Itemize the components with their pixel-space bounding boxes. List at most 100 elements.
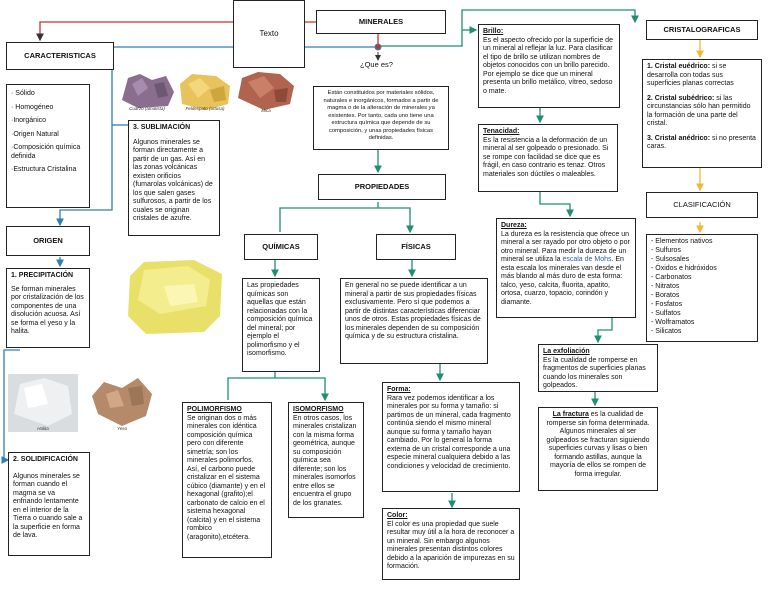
texto-box: Texto: [233, 0, 305, 68]
sublimacion-box: 3. SUBLIMACIÓN Algunos minerales se form…: [128, 120, 220, 236]
precipitacion-box: 1. PRECIPITACIÓN Se forman minerales por…: [6, 268, 90, 348]
dureza-box: Dureza: La dureza es la resistencia que …: [496, 218, 636, 318]
clasificacion-title: CLASIFICACIÓN: [673, 200, 731, 210]
cristalograficas-title-box: CRISTALOGRAFICAS: [646, 20, 758, 40]
clasificacion-item: - Wolframatos: [651, 318, 695, 326]
caracteristica-item: ·Estructura Cristalina: [11, 166, 77, 174]
caracteristica-item: · Homogéneo: [11, 103, 54, 111]
definicion-text: Están constituidos por materiales sólido…: [323, 90, 439, 142]
exfoliacion-box: La exfoliación Es la cualidad de rompers…: [538, 344, 658, 392]
minerales-title: MINERALES: [358, 17, 404, 27]
fractura-title: La fractura: [552, 411, 589, 418]
center-node: [374, 43, 382, 51]
fisicas-text: En general no se puede identificar a un …: [345, 282, 481, 341]
cuarzo-image: Cuarzo (amatista): [118, 70, 176, 112]
solidificacion-box: 2. SOLIDIFICACIÓN Algunos minerales se f…: [8, 452, 90, 556]
tenacidad-text: Es la resistencia a la deformación de un…: [483, 136, 609, 178]
forma-box: Forma: Rara vez podemos identificar a lo…: [382, 382, 520, 492]
clasificacion-list: - Elementos nativos - Sulfuros - Sulsosa…: [646, 234, 758, 342]
quimicas-box: Las propiedades químicas son aquellas qu…: [242, 278, 320, 372]
cristal-euedrico-label: 1. Cristal euédrico:: [647, 63, 711, 70]
clasificacion-item: - Sulfuros: [651, 246, 681, 254]
caracteristicas-title: CARACTERISTICAS: [24, 51, 96, 61]
cristal-anedrico-label: 3. Cristal anédrico:: [647, 134, 711, 142]
cristal-euedrico-text: si se desarrolla con todas sus superfici…: [647, 63, 734, 88]
isomorfismo-box: ISOMORFISMO En otros casos, los minerale…: [288, 402, 364, 518]
color-box: Color: El color es una propiedad que sue…: [382, 508, 520, 580]
cristal-item: 1. Cristal euédrico: si se desarrolla co…: [647, 63, 757, 89]
sublimacion-title: 3. SUBLIMACIÓN: [133, 124, 191, 131]
mohs-scale-link[interactable]: escala de Mohs: [562, 256, 612, 264]
origen-title-box: ORIGEN: [6, 226, 90, 256]
precipitacion-text: Se forman minerales por cristalización d…: [11, 285, 84, 336]
clasificacion-title-box: CLASIFICACIÓN: [646, 192, 758, 218]
halita-image: Halita: [8, 374, 78, 432]
mica-caption: Mica: [261, 108, 271, 113]
forma-text: Rara vez podemos identificar a los miner…: [387, 394, 511, 470]
fisicas-title: FÍSICAS: [401, 242, 431, 252]
caracteristica-item: ·Inorgánico: [11, 117, 47, 125]
mica-image: Mica: [234, 68, 298, 114]
polimorfismo-text: Se originan dos o más minerales con idén…: [187, 414, 266, 541]
sublimacion-text: Algunos minerales se forman directamente…: [133, 138, 213, 223]
clasificacion-item: - Fosfatos: [651, 300, 683, 308]
quimicas-title: QUÍMICAS: [262, 242, 300, 252]
fractura-box: La fractura es la cualidad de romperse s…: [538, 407, 658, 491]
solidificacion-text: Algunos minerales se forman cuando el ma…: [13, 472, 83, 540]
yeso-image: Yeso: [88, 374, 156, 432]
propiedades-title-box: PROPIEDADES: [318, 174, 446, 200]
exfoliacion-text: Es la cualidad de romperse en fragmentos…: [543, 356, 646, 390]
quimicas-title-box: QUÍMICAS: [244, 234, 318, 260]
definicion-box: Están constituidos por materiales sólido…: [313, 86, 449, 150]
caracteristica-item: ·Origen Natural: [11, 130, 59, 138]
cristal-anedrico-text: si no presenta caras.: [647, 134, 756, 151]
color-title: Color:: [387, 512, 408, 519]
clasificacion-item: - Silicatos: [651, 327, 682, 335]
precipitacion-title: 1. PRECIPITACIÓN: [11, 272, 74, 279]
color-text: El color es una propiedad que suele resu…: [387, 520, 515, 571]
cristalograficas-list: 1. Cristal euédrico: si se desarrolla co…: [642, 59, 762, 168]
cristal-item: 2. Cristal subédrico: si las circunstanc…: [647, 95, 757, 129]
exfoliacion-title: La exfoliación: [543, 348, 590, 355]
forma-title: Forma:: [387, 386, 411, 393]
solidificacion-title: 2. SOLIDIFICACIÓN: [13, 456, 78, 463]
clasificacion-item: - Elementos nativos: [651, 238, 713, 245]
caracteristica-item: ·Composición química definida: [11, 144, 81, 160]
cristalograficas-title: CRISTALOGRAFICAS: [663, 25, 741, 35]
fisicas-title-box: FÍSICAS: [376, 234, 456, 260]
feldespato-caption: Feldespato (ortosa): [185, 106, 225, 111]
dureza-title: Dureza:: [501, 222, 527, 229]
tenacidad-title: Tenacidad:: [483, 128, 520, 135]
connector-quimicas-fisicas: [279, 202, 410, 232]
connector-dureza: [539, 192, 574, 218]
brillo-box: Brillo: Es el aspecto ofrecido por la su…: [478, 24, 620, 108]
polimorfismo-box: POLIMORFISMO Se originan dos o más miner…: [182, 402, 272, 558]
cuarzo-caption: Cuarzo (amatista): [129, 106, 165, 111]
clasificacion-item: - Carbonatos: [651, 273, 692, 281]
dureza-text-a: La dureza es la resistencia que ofrece u…: [501, 230, 630, 264]
caracteristica-item: · Sólido: [11, 90, 35, 97]
que-es-label: ¿Que es?: [360, 60, 393, 69]
connector-poli-iso: [227, 372, 325, 400]
clasificacion-item: - Boratos: [651, 291, 680, 299]
cristal-item: 3. Cristal anédrico: si no presenta cara…: [647, 135, 757, 152]
feldespato-image: Feldespato (ortosa): [176, 70, 234, 112]
caracteristicas-title-box: CARACTERISTICAS: [6, 42, 114, 70]
clasificacion-item: - Óxidos e hidróxidos: [651, 264, 717, 272]
azufre-image: Azufre: [124, 256, 228, 338]
caracteristicas-list: · Sólido · Homogéneo ·Inorgánico ·Origen…: [6, 84, 90, 208]
connector-exfoliacion: [594, 318, 613, 344]
quimicas-text: Las propiedades químicas son aquellas qu…: [247, 282, 313, 358]
dureza-text-b: . En esta escala los minerales van desde…: [501, 256, 624, 306]
fractura-text: es la cualidad de romperse sin forma det…: [546, 411, 650, 478]
fisicas-box: En general no se puede identificar a un …: [340, 278, 488, 364]
yeso-caption: Yeso: [116, 426, 127, 431]
dureza-paragraph: La dureza es la resistencia que ofrece u…: [501, 231, 631, 308]
cristal-subedrico-text: si las circunstancias sólo han permitido…: [647, 94, 751, 128]
tenacidad-box: Tenacidad: Es la resistencia a la deform…: [478, 124, 618, 192]
azufre-caption: Azufre: [169, 332, 183, 337]
clasificacion-item: - Sulsosales: [651, 255, 690, 263]
polimorfismo-title: POLIMORFISMO: [187, 406, 242, 413]
origen-title: ORIGEN: [33, 236, 63, 246]
clasificacion-item: - Nitratos: [651, 282, 680, 290]
